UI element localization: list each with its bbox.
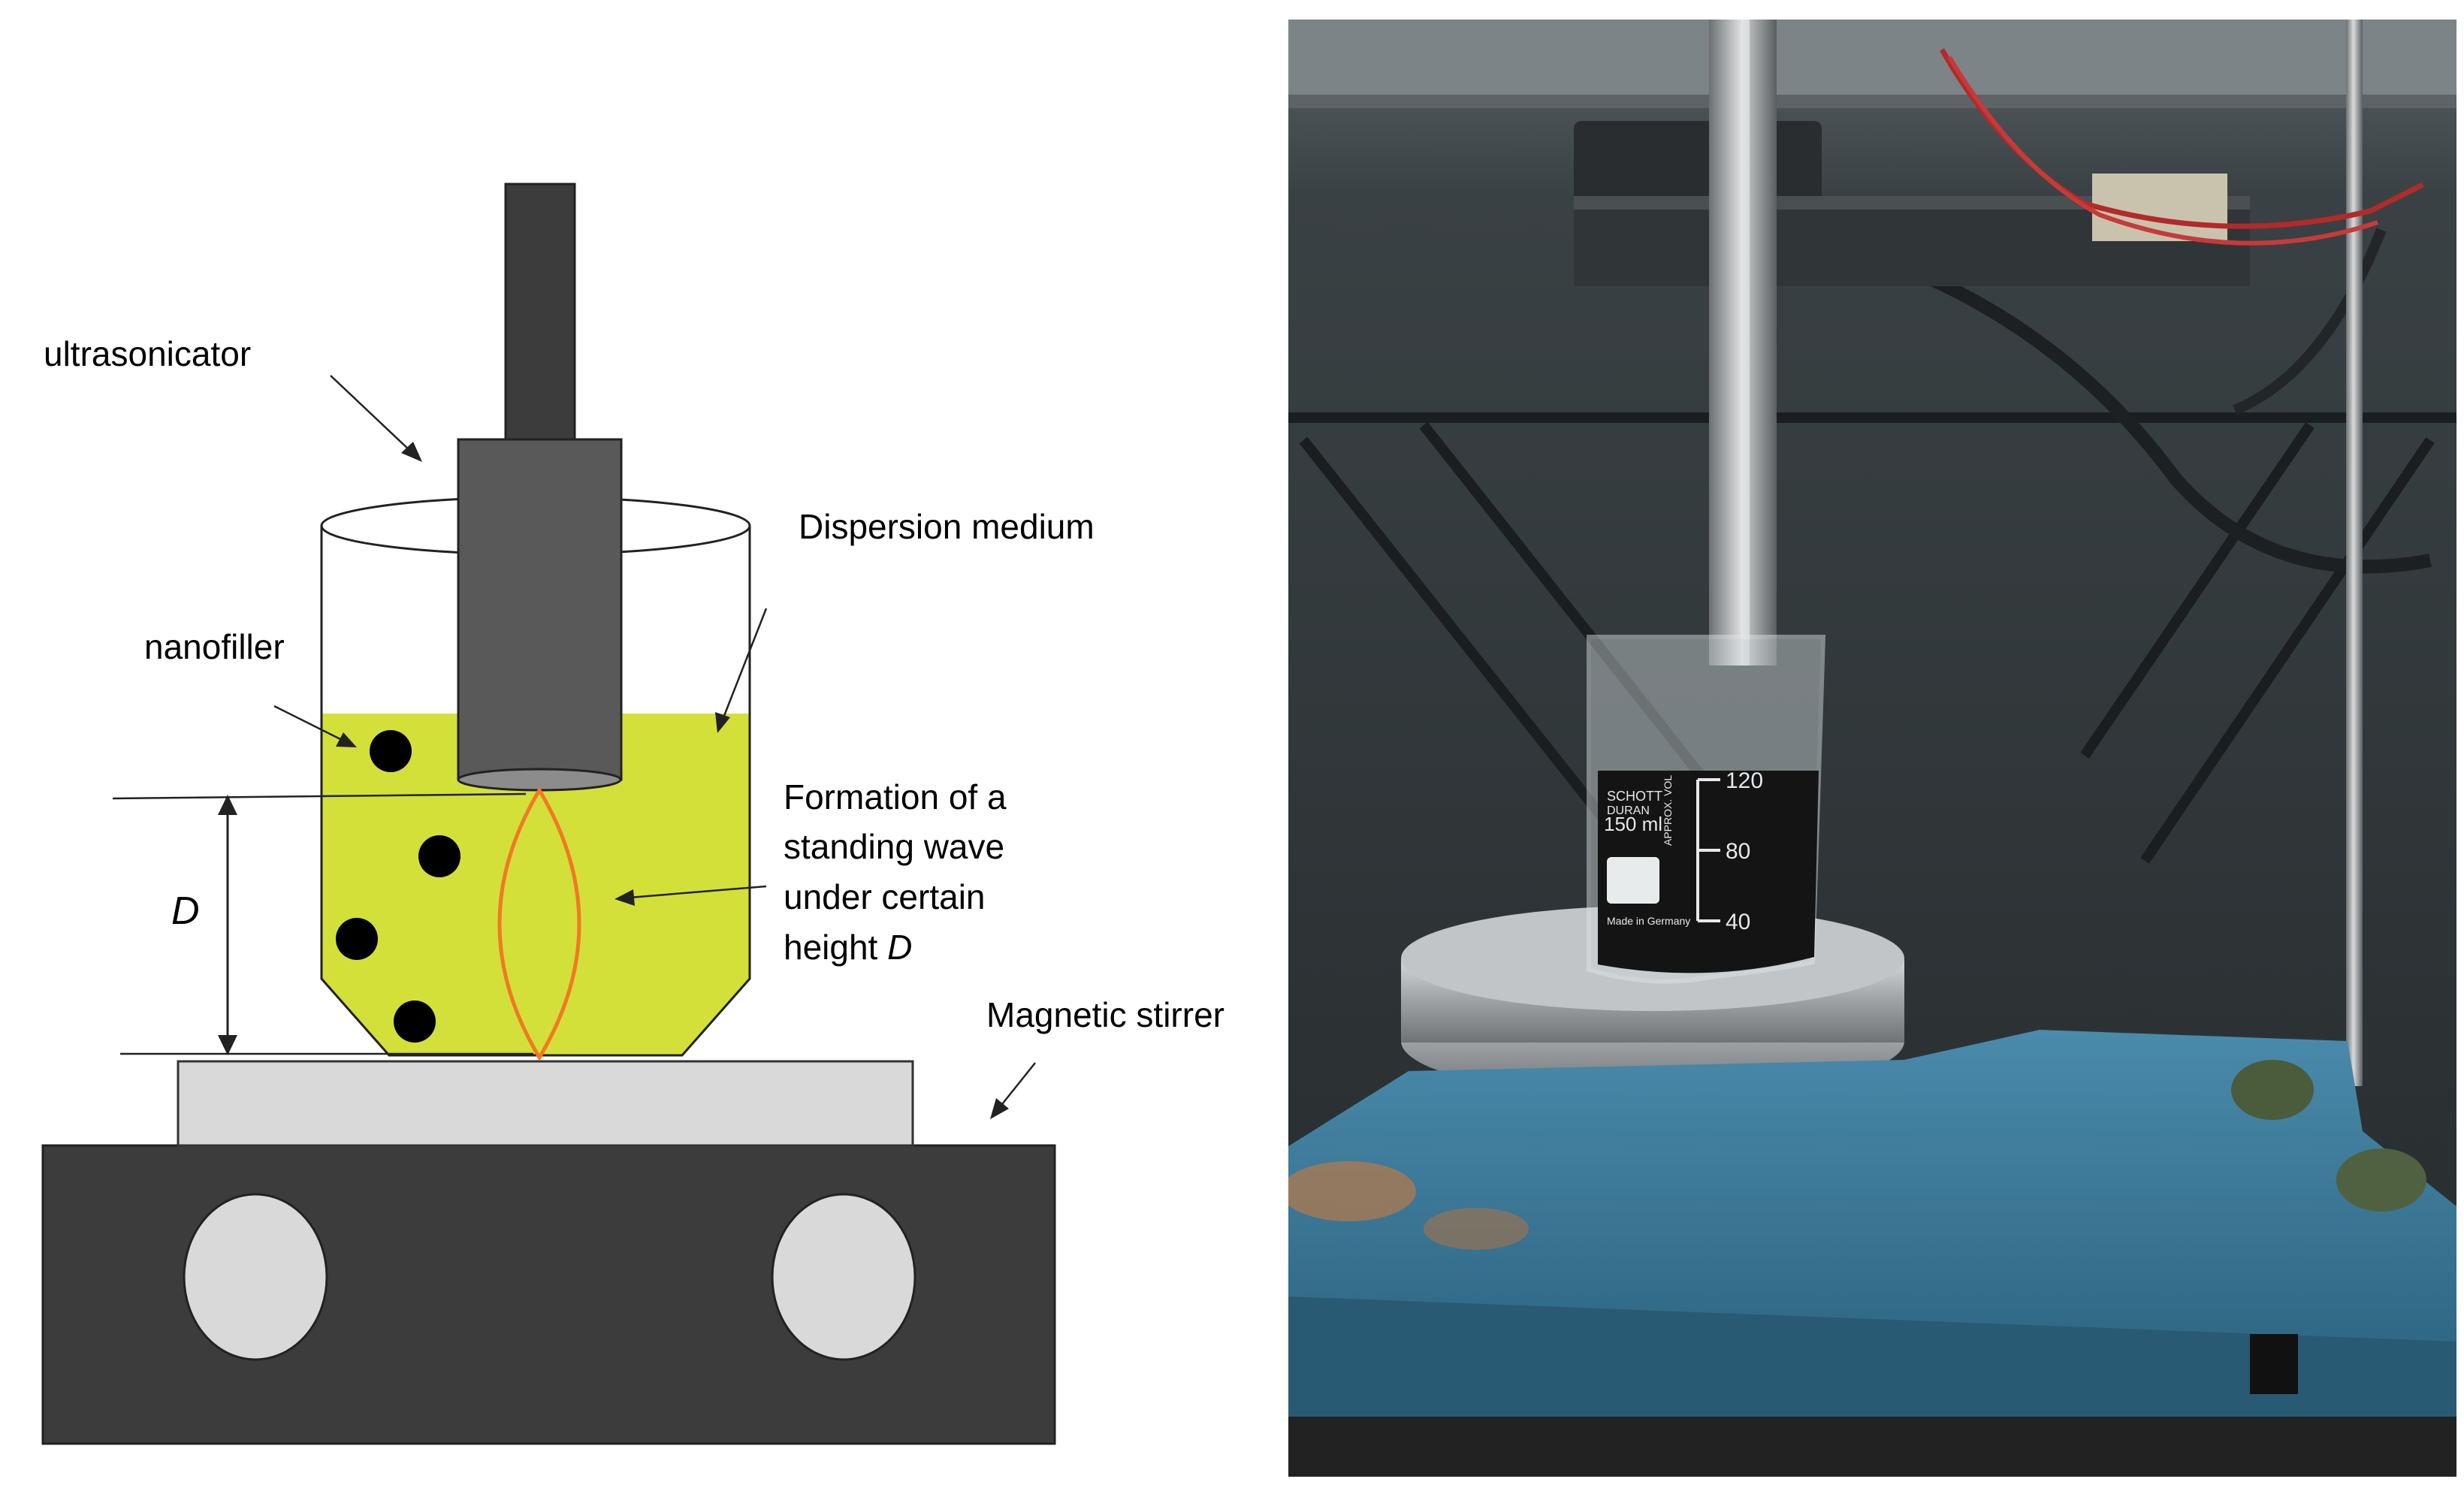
height-arrowhead-bottom	[218, 1035, 237, 1055]
label-standing-wave-1: Formation of a	[784, 777, 1007, 816]
height-arrowhead-top	[218, 795, 237, 815]
photo-power-switch	[2250, 1334, 2298, 1394]
photo-beaker-brand: SCHOTT	[1607, 789, 1662, 804]
apparatus-photo-illustration: 120 80 40 150 ml SCHOTT DURAN APPROX. VO…	[1288, 20, 2456, 1477]
photo-rust-patch	[1288, 1161, 1416, 1221]
leader-ultrasonicator	[330, 375, 422, 462]
photo-back-panel-lines	[1288, 412, 2456, 880]
label-standing-wave-2: standing wave	[784, 827, 1004, 866]
photo-beaker-graduations	[1696, 778, 1720, 922]
nanofiller-particle	[370, 730, 412, 772]
photo-right-support-rod	[2346, 20, 2363, 1086]
sonication-schematic: ultrasonicator Dispersion medium nanofil…	[41, 183, 1224, 1445]
photo-dispersion-liquid	[1598, 771, 1819, 973]
photo-graduation-80: 80	[1726, 839, 1750, 864]
leader-standing-wave	[614, 885, 767, 906]
photo-stirrer-knob-1	[2231, 1060, 2314, 1120]
label-standing-wave-3: under certain	[784, 877, 986, 916]
photo-beaker-volume: 150 ml	[1604, 813, 1662, 835]
label-nanofiller: nanofiller	[144, 627, 285, 666]
photo-shelf	[1288, 20, 2456, 102]
label-magnetic-stirrer: Magnetic stirrer	[986, 995, 1224, 1034]
dispersion-liquid	[322, 714, 750, 1055]
probe-housing	[457, 438, 623, 781]
apparatus-photo: 120 80 40 150 ml SCHOTT DURAN APPROX. VO…	[1288, 20, 2456, 1477]
label-standing-wave-4: height D	[784, 928, 912, 967]
photo-beaker-brand2: DURAN	[1607, 804, 1650, 817]
leader-magnetic-stirrer	[990, 1062, 1036, 1119]
leader-nanofiller	[273, 705, 357, 747]
photo-stirrer-knob-2	[2336, 1148, 2426, 1212]
nanofiller-particle	[336, 918, 378, 960]
photo-beaker-origin: Made in Germany	[1607, 915, 1690, 927]
photo-graduation-40: 40	[1726, 910, 1750, 934]
photo-beaker-approx: APPROX. VOL	[1662, 775, 1674, 846]
photo-beaker-label-box	[1607, 857, 1659, 904]
stirrer-knob-left	[183, 1193, 328, 1361]
label-height-d: D	[171, 889, 200, 933]
label-ultrasonicator: ultrasonicator	[44, 334, 251, 373]
stirrer-plate	[177, 1060, 914, 1147]
nanofiller-particle	[394, 1001, 436, 1043]
photo-tubing	[1901, 261, 2432, 574]
beaker-outline	[320, 526, 751, 1057]
photo-stirrer-body	[1288, 1030, 2456, 1349]
stirrer-knob-right	[771, 1193, 916, 1361]
label-dispersion-medium: Dispersion medium	[799, 507, 1095, 546]
probe-upper-rod	[504, 183, 576, 441]
photo-graduation-120: 120	[1726, 768, 1763, 793]
nanofiller-particle	[418, 835, 460, 877]
leader-dispersion-medium	[715, 608, 768, 733]
standing-wave	[497, 786, 581, 1061]
height-reference-top	[112, 792, 527, 800]
